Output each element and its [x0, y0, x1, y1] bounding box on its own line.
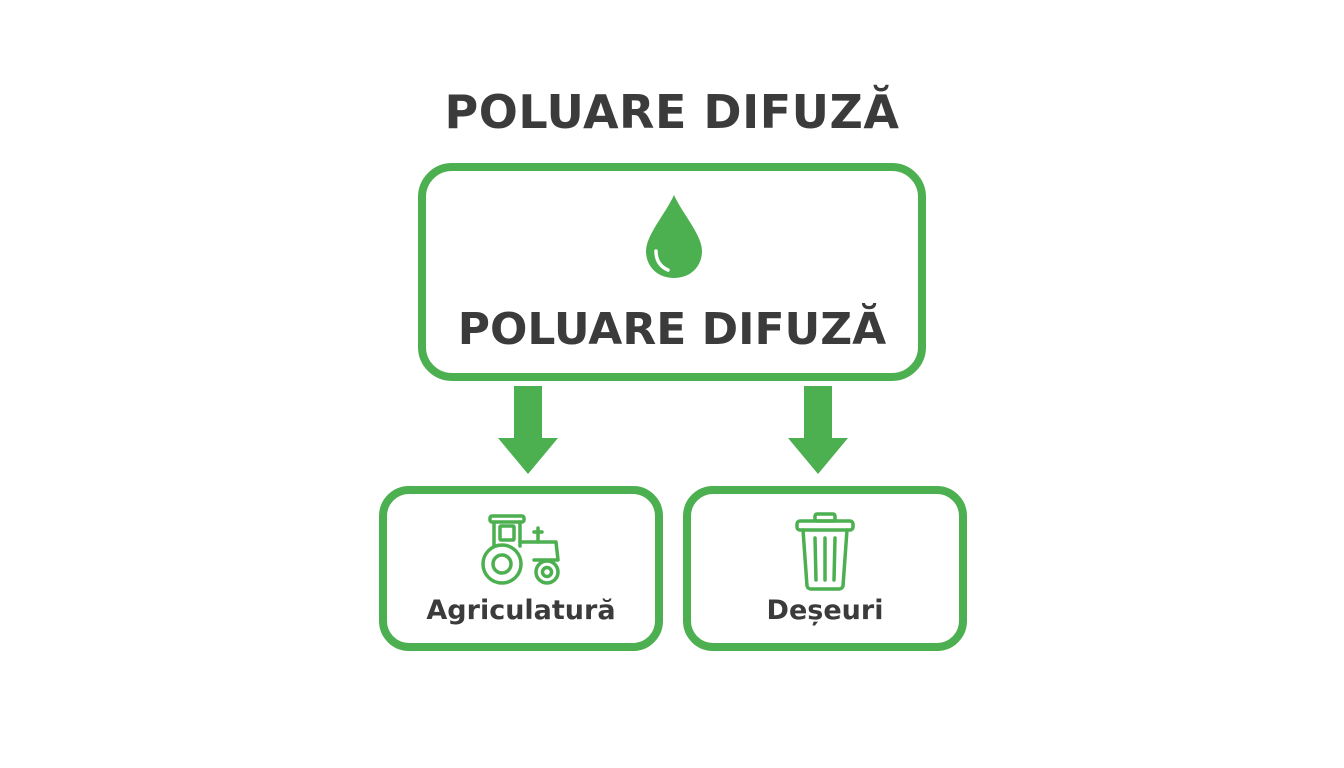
page-title: POLUARE DIFUZĂ: [444, 85, 900, 139]
arrow-down-right: [788, 386, 848, 474]
trash-can-icon: [795, 512, 855, 591]
arrow-down-left: [498, 386, 558, 474]
main-node-box: POLUARE DIFUZĂ: [418, 163, 926, 381]
agriculture-label: Agriculatură: [426, 595, 616, 626]
waste-box: Deșeuri: [683, 486, 967, 651]
main-node-label: POLUARE DIFUZĂ: [457, 304, 887, 355]
waste-label: Deșeuri: [766, 595, 884, 626]
tractor-icon: [481, 514, 560, 585]
water-drop-icon: [646, 195, 702, 278]
agriculture-box: Agriculatură: [379, 486, 663, 651]
